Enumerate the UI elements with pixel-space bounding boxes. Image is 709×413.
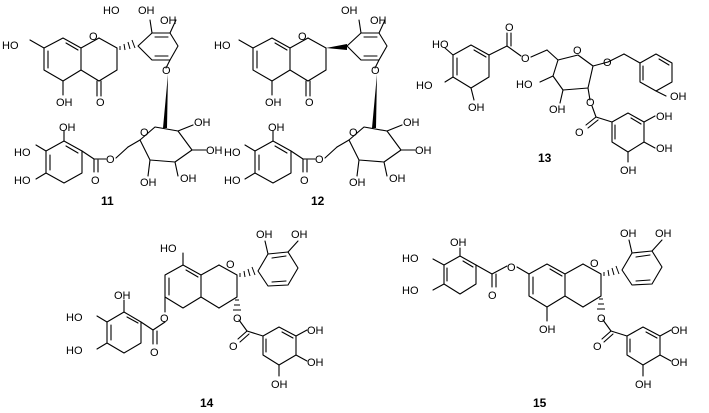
compound-14-oh: OH	[307, 325, 324, 337]
hash-bond	[119, 39, 136, 51]
compound-12-oh: OH	[403, 117, 420, 129]
compound-14-oh: HO	[160, 243, 177, 255]
hash-bond	[239, 266, 256, 278]
compound-12-oh: OH	[415, 145, 432, 157]
compound-13-ester-o: O	[521, 53, 530, 65]
compound-13-oh: OH	[468, 102, 485, 114]
compound-12-ring-o: O	[349, 127, 358, 139]
hash-bond	[597, 298, 605, 310]
compound-12-ketone-o: O	[305, 97, 314, 109]
compound-15-oh: OH	[671, 325, 688, 337]
compound-11-oh: OH	[138, 5, 155, 17]
compound-12-oh: OH	[389, 173, 406, 185]
compound-13-oh: HO	[416, 80, 433, 92]
hash-bond	[233, 299, 241, 311]
compound-14-oh: OH	[307, 357, 324, 369]
compound-15-structure: OH OH OH HO O O HO O O OH OH O OH OH 15	[402, 228, 688, 410]
compound-15-oh: OH	[620, 228, 637, 240]
compound-14-structure: OH OH HO O OH HO O O OH HO O O OH OH 14	[66, 229, 324, 410]
compound-11-ester-o: O	[106, 154, 115, 166]
compound-11-oh: OH	[194, 117, 211, 129]
compound-11-oh: HO	[14, 147, 31, 159]
compound-15-oh: OH	[671, 357, 688, 369]
compound-13-oh: HO	[432, 39, 449, 51]
compound-11-oh: OH	[59, 122, 76, 134]
compound-13-ester-o: O	[586, 97, 595, 109]
compound-15-carbonyl-o: O	[593, 341, 602, 353]
compound-11-oh: OH	[160, 15, 177, 27]
compound-12-oh: OH	[370, 15, 387, 27]
compound-11-oh: OH	[180, 173, 197, 185]
compound-13-oh: OH	[620, 165, 637, 177]
compound-12-oh: HO	[224, 147, 241, 159]
compound-15-ester-o: O	[507, 262, 516, 274]
compound-12-structure: OH OH HO O O OH O OH HO HO O O O OH OH O…	[214, 5, 432, 208]
compound-13-structure: HO O O O O HO HO OH O OH OH OH O OH 13 O…	[416, 22, 687, 177]
compound-13-carbonyl-o: O	[505, 22, 514, 34]
compound-14-oh: OH	[291, 229, 308, 241]
compound-14-ring-o: O	[226, 259, 235, 271]
compound-11-oh: HO	[103, 5, 120, 17]
compound-14-ester-o: O	[233, 313, 242, 325]
compound-12-oh: HO	[214, 40, 231, 52]
compound-15-oh: OH	[655, 228, 672, 240]
compound-12-oh: HO	[224, 175, 241, 187]
compound-13-oh: OH	[670, 91, 687, 103]
compound-14-oh: OH	[271, 379, 288, 391]
compound-12-ring-o: O	[298, 31, 307, 43]
compound-12-oh: OH	[265, 97, 282, 109]
compound-15-oh: HO	[402, 253, 419, 265]
compound-11-structure: HO OH OH HO O O OH O OH HO HO O O O OH O…	[2, 5, 223, 208]
compound-15-oh: OH	[539, 324, 556, 336]
compound-11-ketone-o: O	[96, 97, 105, 109]
compound-12-oh: OH	[341, 5, 358, 17]
compound-15-ester-o: O	[597, 313, 606, 325]
compound-11-label: 11	[101, 194, 114, 208]
compound-11-oh: OH	[56, 97, 73, 109]
compound-15-oh: HO	[402, 285, 419, 297]
hash-bond	[603, 265, 620, 277]
compound-11-carbonyl-o: O	[91, 175, 100, 187]
compound-12-carbonyl-o: O	[300, 175, 309, 187]
compound-13-oh: OH	[549, 104, 566, 116]
compound-11-ring-o: O	[89, 31, 98, 43]
compound-13-label: 13	[538, 151, 552, 165]
compound-12-oh: OH	[349, 177, 366, 189]
compound-14-carbonyl-o: O	[150, 347, 159, 359]
compound-11-ring-o: O	[140, 127, 149, 139]
compound-11-oh: HO	[14, 175, 31, 187]
compound-13-ether-o: O	[603, 57, 612, 69]
compound-15-carbonyl-o: O	[488, 290, 497, 302]
compound-13-oh: HO	[516, 79, 533, 91]
compound-15-label: 15	[533, 396, 547, 410]
compound-15-oh: OH	[635, 379, 652, 391]
compound-12-oh: OH	[268, 122, 285, 134]
compound-12-label: 12	[311, 194, 325, 208]
compound-13-carbonyl-o: O	[575, 127, 584, 139]
compound-11-oh: HO	[2, 40, 19, 52]
compound-14-oh: HO	[66, 345, 83, 357]
compound-13-oh: OH	[656, 143, 673, 155]
compound-14-oh: OH	[256, 229, 273, 241]
compound-15-oh: OH	[450, 237, 467, 249]
compound-11-oh: OH	[206, 145, 223, 157]
compound-12-ester-o: O	[315, 154, 324, 166]
compound-13-oh: OH	[656, 111, 673, 123]
compound-14-oh: OH	[114, 290, 131, 302]
compound-14-ester-o: O	[160, 313, 169, 325]
compound-14-carbonyl-o: O	[229, 341, 238, 353]
compound-12-ether-o: O	[371, 65, 380, 77]
compound-14-oh: HO	[66, 312, 83, 324]
compound-11-ether-o: O	[162, 65, 171, 77]
compound-13-ring-o: O	[573, 45, 582, 57]
compound-15-ring-o: O	[590, 258, 599, 270]
compound-14-label: 14	[200, 396, 214, 410]
compound-11-oh: OH	[140, 177, 157, 189]
